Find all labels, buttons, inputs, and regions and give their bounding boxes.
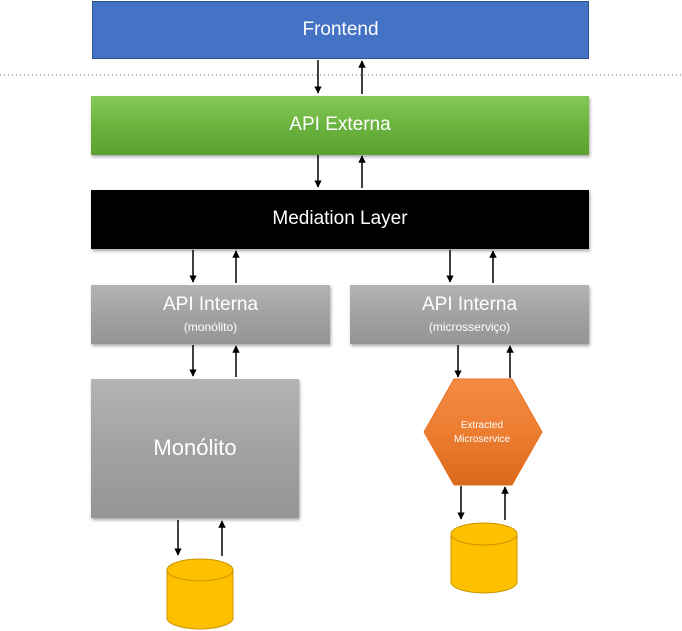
api-interna-microservico-sublabel: (microsserviço) (428, 320, 511, 335)
api-interna-monolito-label: API Interna (162, 293, 259, 315)
extracted-microservice-line2: Microservice (453, 433, 511, 445)
extracted-microservice-label: Extracted Microservice (422, 419, 542, 446)
microservice-database-icon (450, 522, 518, 594)
api-interna-monolito-box: API Interna (monólito) (91, 285, 330, 344)
frontend-box: Frontend (92, 1, 589, 59)
api-interna-microservico-label: API Interna (421, 293, 518, 315)
api-interna-microservico-box: API Interna (microsserviço) (350, 285, 589, 344)
mediation-layer-label: Mediation Layer (272, 208, 408, 230)
extracted-microservice-hexagon (423, 378, 543, 486)
api-interna-monolito-sublabel: (monólito) (183, 320, 238, 335)
monolito-label: Monólito (153, 435, 237, 461)
mediation-layer-box: Mediation Layer (91, 190, 589, 249)
monolito-box: Monólito (91, 379, 299, 518)
api-externa-label: API Externa (289, 114, 391, 136)
extracted-microservice-line1: Extracted (460, 420, 504, 431)
api-externa-box: API Externa (91, 96, 589, 155)
monolito-database-icon (166, 558, 234, 630)
frontend-label: Frontend (302, 18, 379, 40)
